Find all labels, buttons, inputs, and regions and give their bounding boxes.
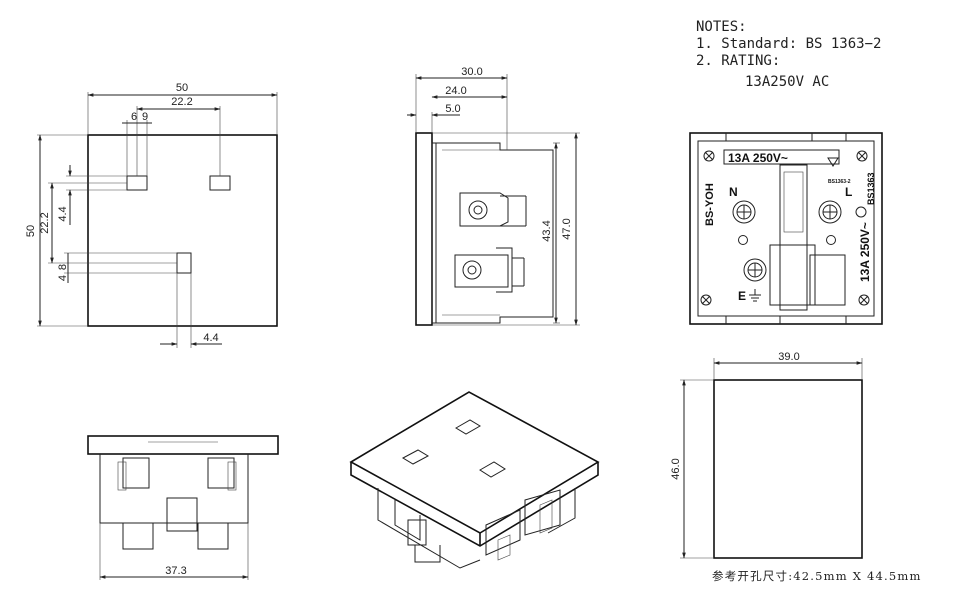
live-slot <box>209 175 231 191</box>
live-terminal-screw-icon <box>818 200 842 224</box>
rear-rating-label: 13A 250V~ <box>728 151 788 165</box>
dim-side-plate: 5.0 <box>445 103 460 115</box>
cutout-view: 39.0 46.0 参考开孔尺寸:42.5mm X 44.5mm <box>670 351 922 583</box>
certification-mark-icon <box>855 206 867 218</box>
dim-cutout-height: 46.0 <box>670 458 682 479</box>
dim-front-pin-vertical: 22.2 <box>39 212 51 233</box>
dim-front-earth-8: 8 <box>57 264 69 270</box>
dim-cutout-width: 39.0 <box>778 351 799 363</box>
side-lower-screw-icon <box>462 260 482 280</box>
bottom-body <box>99 454 249 524</box>
cutout-outline <box>713 379 863 559</box>
bottom-front-plate <box>87 435 279 455</box>
dim-side-total-height: 47.0 <box>561 218 573 239</box>
notes-rating: 2. RATING: <box>696 53 780 69</box>
rear-bs-mark: BS1363 <box>866 172 876 205</box>
side-body <box>431 142 554 324</box>
iso-top-face <box>349 391 600 534</box>
cutout-size-note: 参考开孔尺寸:42.5mm X 44.5mm <box>712 569 922 583</box>
rear-outline <box>689 132 883 325</box>
kitemark-icon <box>827 157 839 167</box>
rear-side-rating: 13A 250V~ <box>858 222 872 282</box>
front-view: 50 22.2 6 9 50 22.2 4.4 8 4 4.4 <box>25 82 278 348</box>
notes-standard: 1. Standard: BS 1363−2 <box>696 36 881 52</box>
notes-heading: NOTES: <box>696 19 747 35</box>
dim-front-earth-4: 4 <box>57 275 69 281</box>
dim-front-slot-height: 4.4 <box>57 206 69 221</box>
iso-live-slot <box>479 461 506 478</box>
side-front-plate <box>415 132 433 326</box>
rear-view: 13A 250V~ BS1363-2 N L E <box>689 132 883 325</box>
dim-side-body-depth: 24.0 <box>445 85 466 97</box>
rear-bs-small: BS1363-2 <box>828 179 851 185</box>
neutral-slot <box>126 175 148 191</box>
dim-front-height: 50 <box>25 225 37 237</box>
isometric-view <box>349 391 600 569</box>
rear-corner-screw-icon <box>858 294 870 306</box>
neutral-terminal-screw-icon <box>732 200 756 224</box>
rear-brand-label: BS-YOH <box>704 183 716 226</box>
rear-neutral-label: N <box>729 185 738 199</box>
dim-front-pin-span: 22.2 <box>171 96 192 108</box>
notes-rating-value: 13A250V AC <box>745 74 829 90</box>
rear-corner-screw-icon <box>703 150 715 162</box>
earth-symbol-icon <box>749 289 761 302</box>
notes-block: NOTES: 1. Standard: BS 1363−2 2. RATING:… <box>696 19 881 90</box>
dim-bottom-width: 37.3 <box>165 565 186 577</box>
side-view: 30.0 24.0 5.0 43.4 47.0 <box>407 66 580 326</box>
rear-corner-screw-icon <box>700 294 712 306</box>
dim-front-slot-b: 9 <box>142 111 148 123</box>
dim-front-earth-width: 4.4 <box>203 332 218 344</box>
front-face-outline <box>87 134 278 327</box>
dim-side-depth: 30.0 <box>461 66 482 78</box>
side-upper-screw-icon <box>468 200 488 220</box>
rear-earth-label: E <box>738 289 746 303</box>
rear-live-label: L <box>845 185 852 199</box>
earth-terminal-screw-icon <box>743 258 767 282</box>
iso-neutral-slot <box>401 449 430 465</box>
iso-earth-slot <box>455 419 481 435</box>
bottom-view: 37.3 <box>87 435 279 580</box>
earth-slot <box>176 252 192 274</box>
dim-front-width: 50 <box>176 82 188 94</box>
dim-front-slot-a: 6 <box>131 111 137 123</box>
rear-corner-screw-icon <box>856 150 868 162</box>
dim-side-body-height: 43.4 <box>541 220 553 241</box>
